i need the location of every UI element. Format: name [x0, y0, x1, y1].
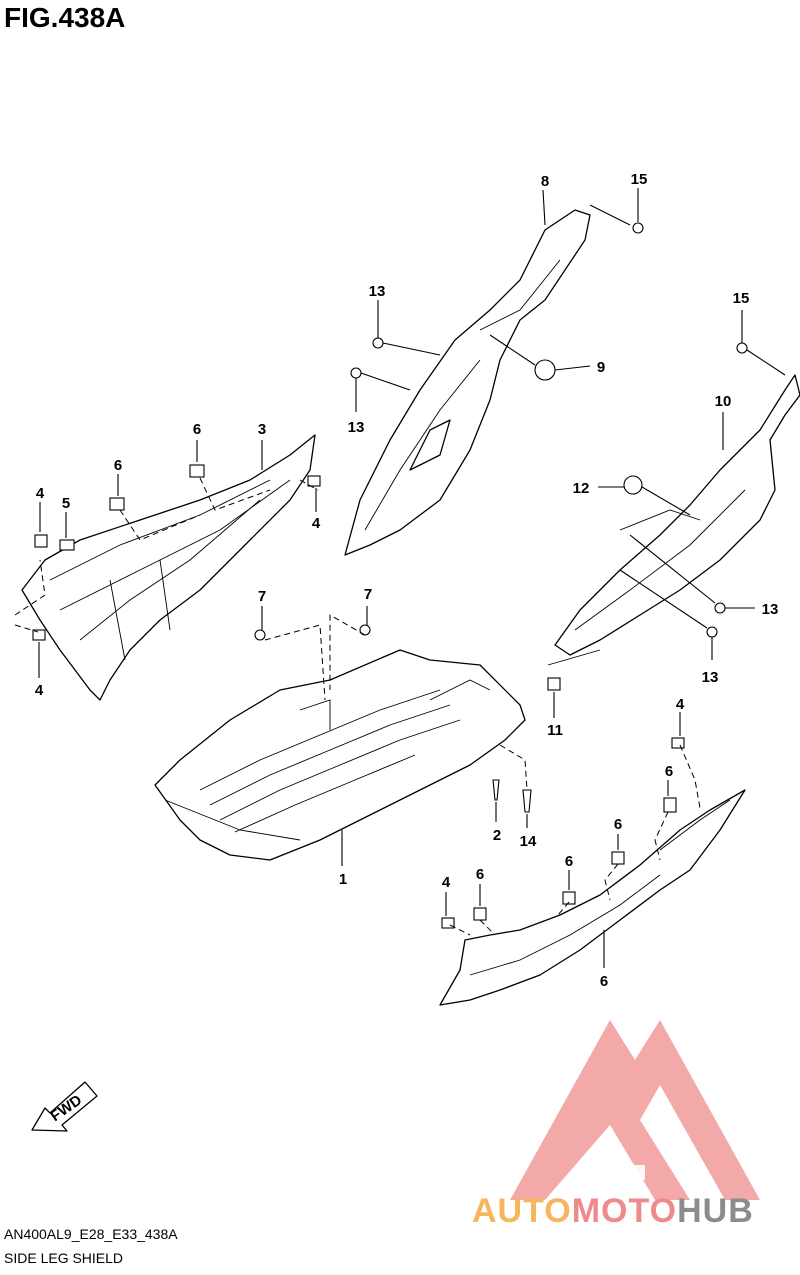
callout-4-b: 4 — [312, 515, 321, 532]
dashed-guides — [14, 477, 701, 936]
clip-6-b — [59, 539, 75, 551]
clip-4-d — [441, 917, 455, 929]
clip-4-c — [671, 737, 685, 749]
model-code: AN400AL9_E28_E33_438A — [4, 1226, 178, 1242]
clip-4-b — [307, 475, 321, 487]
part-3-left-panel — [21, 434, 316, 701]
callout-6-c: 6 — [114, 457, 122, 474]
callout-labels: 8 15 13 13 9 15 10 12 13 13 3 6 6 4 5 4 … — [35, 171, 779, 990]
callout-6-a: 4 — [36, 485, 45, 502]
callout-9: 9 — [597, 359, 605, 376]
watermark-moto: MOTO — [571, 1192, 678, 1230]
watermark-auto: AUTO — [472, 1192, 572, 1230]
automotohub-logo — [510, 1020, 760, 1200]
part-10-right-panel — [547, 374, 800, 666]
watermark-text: AUTOMOTOHUB — [472, 1192, 754, 1231]
callout-8: 8 — [541, 173, 549, 190]
watermark-hub: HUB — [677, 1192, 754, 1230]
screw-13-a — [372, 337, 384, 349]
clip-11 — [547, 677, 561, 691]
part-1-floor-panel — [154, 649, 526, 861]
callout-6-d: 6 — [193, 421, 201, 438]
grommet-9 — [534, 359, 556, 381]
figure-title: FIG.438A — [4, 2, 126, 33]
fasteners — [32, 222, 748, 929]
clip-6-h — [473, 907, 487, 921]
callout-13-d: 13 — [702, 669, 719, 686]
callout-6-g: 6 — [565, 853, 573, 870]
callout-5: 6 — [600, 973, 608, 990]
callout-4-a: 4 — [35, 682, 44, 699]
callout-15-a: 15 — [631, 171, 648, 188]
screw-13-b — [350, 367, 362, 379]
callout-15-b: 15 — [733, 290, 750, 307]
clip-4-a — [32, 629, 46, 641]
callout-6-f: 6 — [614, 816, 622, 833]
clip-6-a — [34, 534, 48, 548]
callout-6-b: 5 — [62, 495, 70, 512]
callout-12: 12 — [573, 480, 590, 497]
callout-13-b: 13 — [348, 419, 365, 436]
part-5-lower-panel — [439, 789, 746, 1006]
rivet-14 — [522, 789, 532, 813]
fwd-arrow: FWD — [31, 1081, 98, 1132]
group-name: SIDE LEG SHIELD — [4, 1250, 124, 1266]
callout-7-b: 7 — [364, 586, 372, 603]
callout-1: 1 — [339, 871, 347, 888]
clip-6-c — [109, 497, 125, 511]
callout-11: 11 — [547, 722, 563, 739]
clip-6-f — [611, 851, 625, 865]
screw-15-b — [736, 342, 748, 354]
callout-13-c: 13 — [762, 601, 779, 618]
callout-10: 10 — [715, 393, 732, 410]
leader-lines — [38, 188, 786, 968]
screw-15-a — [632, 222, 644, 234]
part-8-upper-panel — [344, 209, 591, 556]
screw-2 — [492, 779, 500, 801]
clip-6-e — [663, 797, 677, 813]
callout-6-e: 6 — [665, 763, 673, 780]
logo-mark — [510, 1020, 760, 1200]
callout-4-d: 4 — [442, 874, 451, 891]
callout-13-a: 13 — [369, 283, 386, 300]
callout-7-a: 7 — [258, 588, 266, 605]
callout-4-c: 4 — [676, 696, 685, 713]
clip-6-g — [562, 891, 576, 905]
screw-13-c — [714, 602, 726, 614]
grommet-12 — [623, 475, 643, 495]
callout-2: 2 — [493, 827, 501, 844]
callout-3: 3 — [258, 421, 266, 438]
screw-13-d — [706, 626, 718, 638]
callout-6-h: 6 — [476, 866, 484, 883]
callout-14: 14 — [520, 833, 537, 850]
screw-7-a — [254, 629, 266, 641]
clip-6-d — [189, 464, 205, 478]
